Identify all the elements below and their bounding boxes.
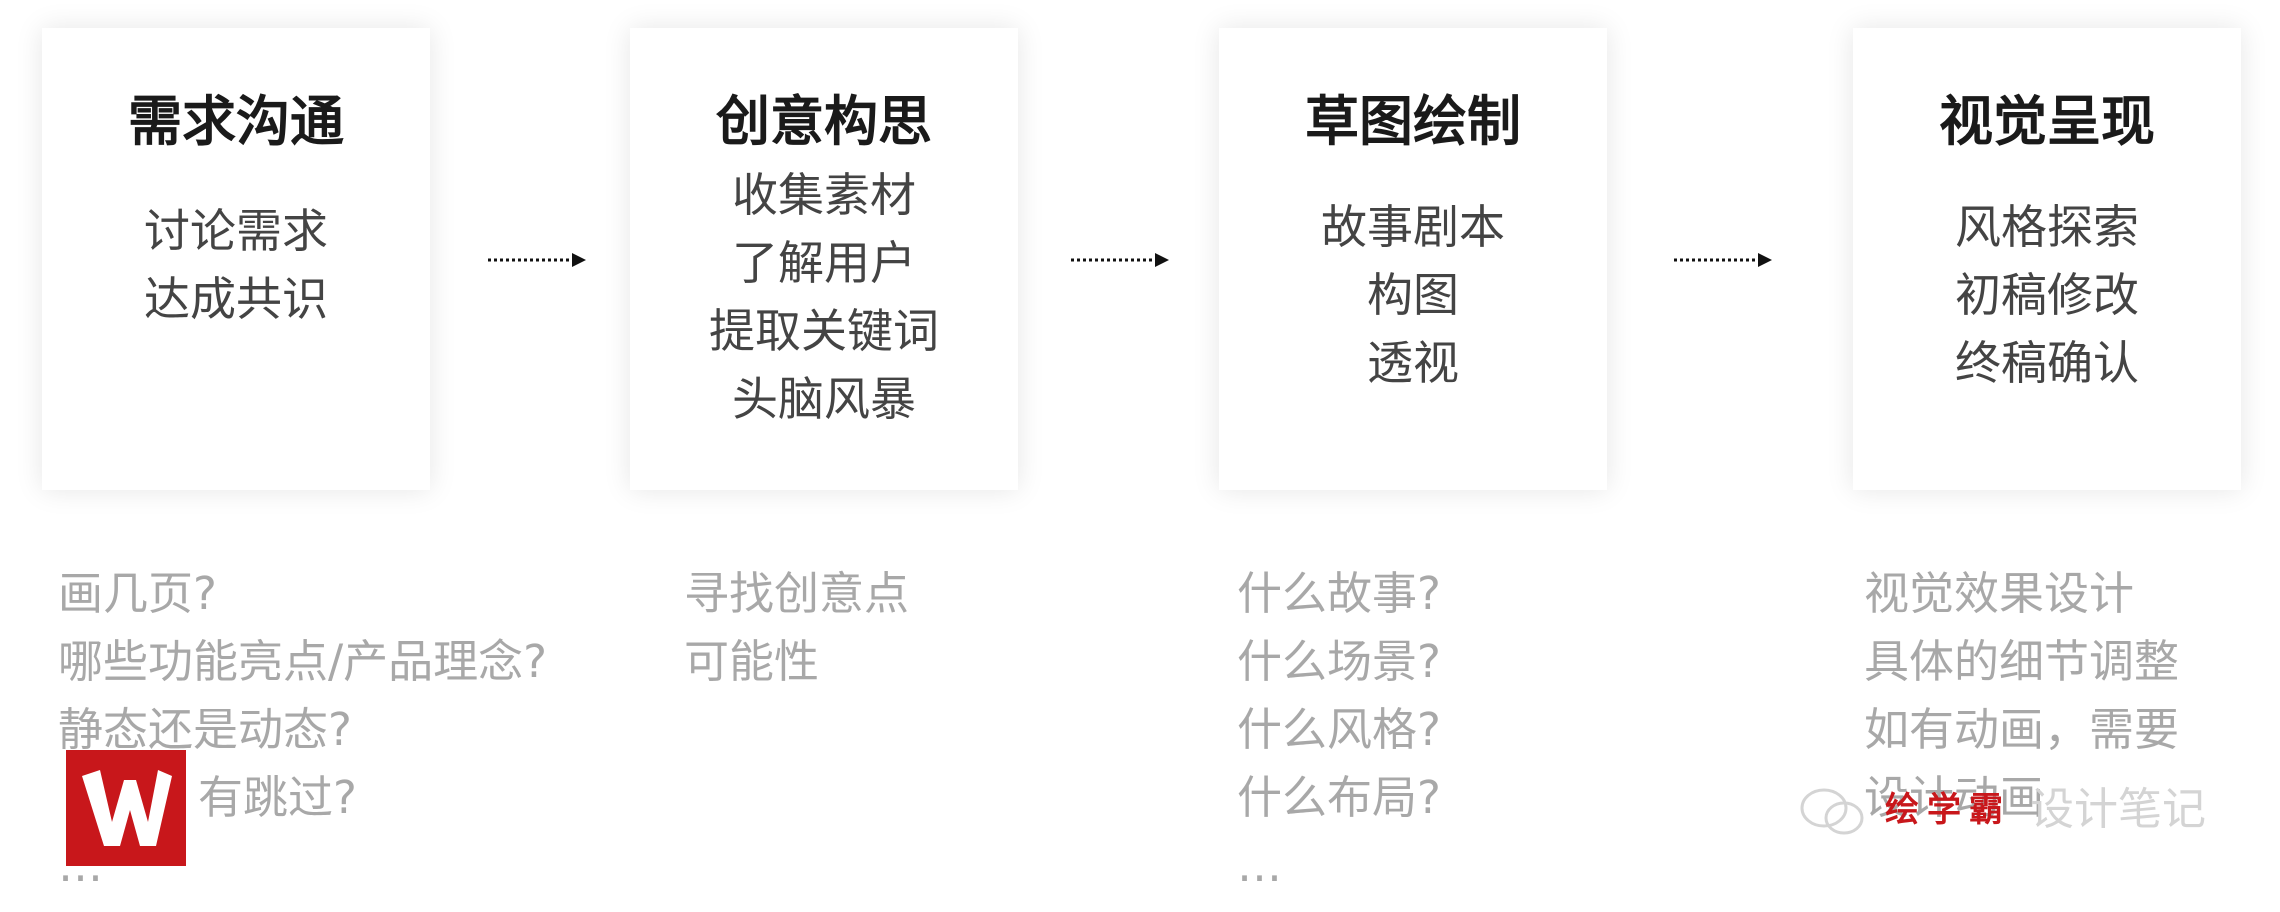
note-line: 视觉效果设计 [1864, 567, 2135, 620]
step-title: 视觉呈现 [1939, 90, 2155, 153]
logo-icon [66, 750, 186, 866]
step-item: 头脑风暴 [732, 371, 916, 426]
note-line: 可能性 [684, 635, 820, 688]
note-line: … [1237, 839, 1282, 892]
step-title: 草图绘制 [1305, 90, 1521, 153]
note-line: 静态还是动态? [58, 703, 352, 756]
step-item: 提取关键词 [709, 303, 939, 358]
step-item: 了解用户 [732, 235, 916, 290]
step-items: 风格探索 初稿修改 终稿确认 [1853, 193, 2241, 397]
note-line: 如有动画，需要 [1864, 703, 2180, 756]
note-line: 哪些功能亮点/产品理念? [58, 635, 548, 688]
step-item: 收集素材 [732, 167, 916, 222]
note-line: 具体的细节调整 [1864, 635, 2180, 688]
step-card-4: 视觉呈现 风格探索 初稿修改 终稿确认 [1853, 28, 2241, 490]
note-line: 什么场景? [1237, 635, 1441, 688]
step-card-1: 需求沟通 讨论需求 达成共识 [42, 28, 430, 490]
note-line: 设计动画 [1864, 771, 2045, 824]
watermark-text: 设计笔记 [2030, 784, 2206, 835]
step-item: 风格探索 [1955, 199, 2139, 254]
arrow-right-icon [1674, 253, 1772, 267]
note-line: 有跳过? [198, 771, 357, 824]
step-title: 需求沟通 [128, 90, 344, 153]
step-items: 故事剧本 构图 透视 [1219, 193, 1607, 397]
arrow-right-icon [488, 253, 586, 267]
wechat-icon [1800, 784, 1866, 864]
note-line: 什么风格? [1237, 703, 1441, 756]
note-line: 什么故事? [1237, 567, 1441, 620]
step-note-3: 什么故事? 什么场景? 什么风格? 什么布局? … [1237, 560, 1441, 900]
step-note-2: 寻找创意点 可能性 [684, 560, 909, 696]
watermark-badge: 绘学霸 [1885, 790, 2011, 830]
step-item: 透视 [1367, 335, 1459, 390]
step-item: 终稿确认 [1955, 335, 2139, 390]
note-line: 寻找创意点 [684, 567, 910, 620]
note-line: 画几页? [58, 567, 217, 620]
step-card-2: 创意构思 收集素材 了解用户 提取关键词 头脑风暴 [630, 28, 1018, 490]
step-item: 构图 [1367, 267, 1459, 322]
step-item: 达成共识 [144, 271, 328, 326]
step-note-1: 画几页? 哪些功能亮点/产品理念? 静态还是动态? 有跳过? … [58, 560, 547, 900]
step-item: 初稿修改 [1955, 267, 2139, 322]
watermark: 绘学霸 设计笔记 [1800, 770, 2210, 850]
arrow-right-icon [1071, 253, 1169, 267]
step-items: 讨论需求 达成共识 [42, 197, 430, 333]
step-item: 讨论需求 [144, 203, 328, 258]
step-item: 故事剧本 [1321, 199, 1505, 254]
step-note-4: 视觉效果设计 具体的细节调整 如有动画，需要 设计动画 [1864, 560, 2179, 832]
step-card-3: 草图绘制 故事剧本 构图 透视 [1219, 28, 1607, 490]
step-items: 收集素材 了解用户 提取关键词 头脑风暴 [630, 161, 1018, 433]
step-title: 创意构思 [716, 90, 932, 153]
note-line: 什么布局? [1237, 771, 1441, 824]
